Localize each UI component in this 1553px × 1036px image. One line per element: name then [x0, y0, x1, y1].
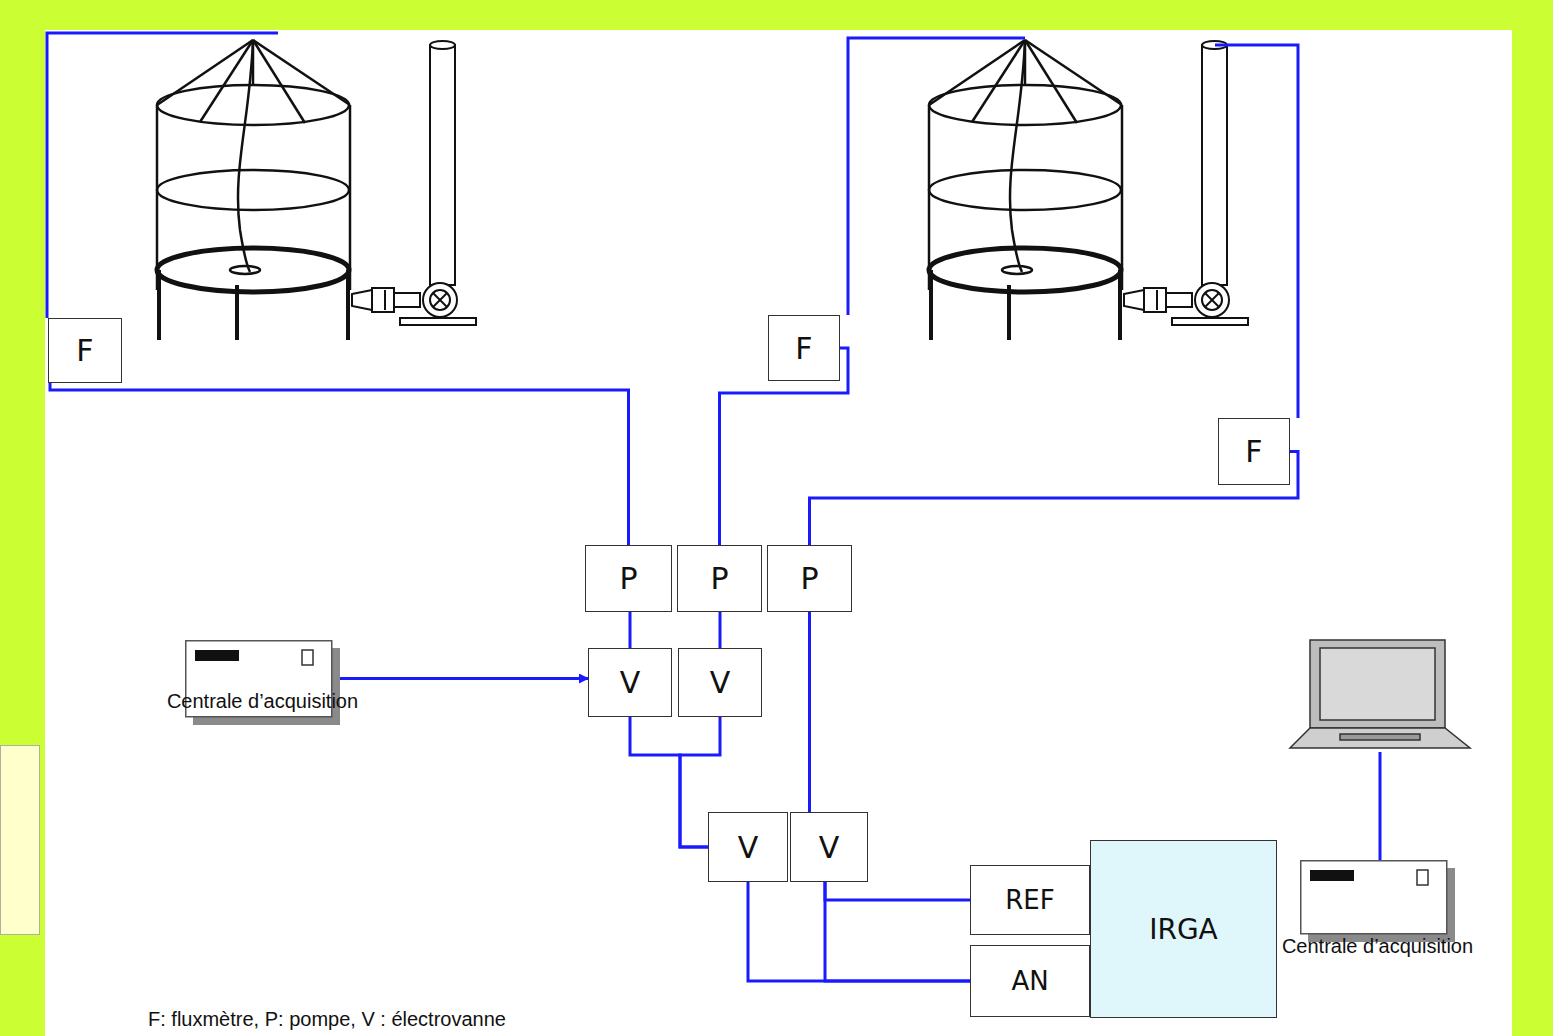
box-label: F — [795, 331, 812, 366]
data-logger: Centrale d’acquisition — [185, 640, 340, 725]
pipe-connector — [630, 717, 708, 847]
ref-cell: REF — [970, 865, 1090, 935]
data-logger: Centrale d’acquisition — [1300, 860, 1455, 942]
pump-box: P — [585, 545, 672, 612]
logger-label: Centrale d’acquisition — [1282, 935, 1473, 958]
an-cell: AN — [970, 945, 1090, 1017]
pipe-connector — [748, 882, 970, 981]
flowmeter-box: F — [768, 315, 840, 381]
pipe-connector — [719, 612, 722, 648]
box-label: AN — [1011, 966, 1048, 996]
pipe-connector — [332, 677, 588, 680]
pipe-connector — [825, 882, 970, 981]
valve-box: V — [588, 648, 672, 717]
irga-analyser: IRGA — [1090, 840, 1277, 1018]
pipe-connector — [629, 612, 632, 648]
logger-icon — [185, 640, 340, 725]
valve-box: V — [708, 812, 788, 882]
box-label: V — [710, 665, 731, 700]
box-label: P — [619, 561, 637, 596]
box-label: V — [620, 665, 641, 700]
pump-box: P — [767, 545, 852, 612]
pipe-connector — [808, 612, 811, 812]
box-label: V — [819, 830, 840, 865]
pump-box: P — [677, 545, 762, 612]
flowmeter-box: F — [1218, 418, 1290, 485]
valve-box: V — [790, 812, 868, 882]
box-label: P — [800, 561, 818, 596]
box-label: F — [76, 333, 93, 368]
valve-box: V — [678, 648, 762, 717]
logger-label: Centrale d’acquisition — [167, 690, 358, 713]
logger-icon — [1300, 860, 1455, 942]
box-label: P — [710, 561, 728, 596]
box-label: F — [1245, 434, 1262, 469]
abbreviation-note: F: fluxmètre, P: pompe, V : électrovanne — [148, 1008, 506, 1031]
white-panel — [45, 30, 1512, 1036]
box-label: V — [738, 830, 759, 865]
box-label: REF — [1005, 885, 1054, 915]
pipe-connector — [50, 383, 629, 545]
pipe-connector — [825, 882, 970, 900]
box-label: IRGA — [1149, 913, 1218, 946]
note-box — [0, 745, 40, 935]
flowmeter-box: F — [48, 318, 122, 383]
